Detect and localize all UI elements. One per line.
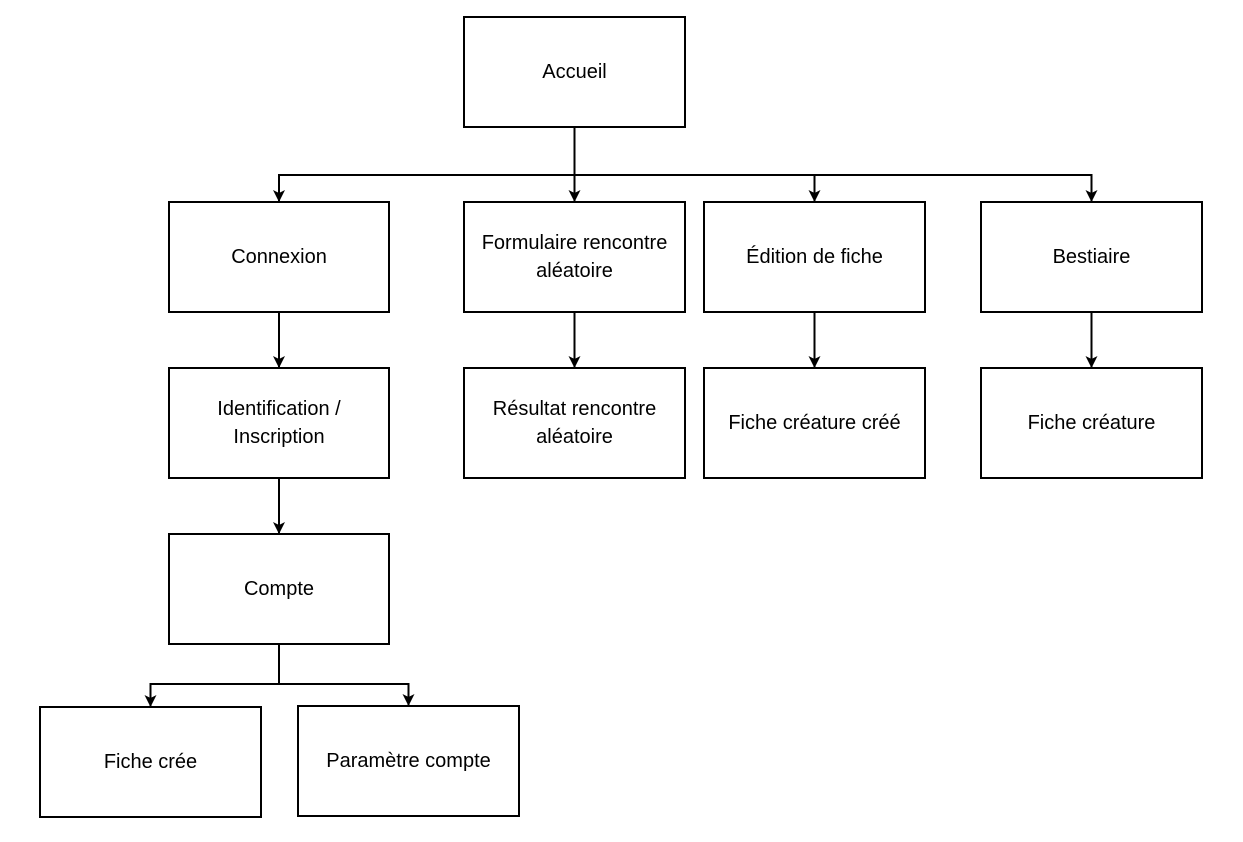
node-fiche-cree: Fiche crée (39, 706, 262, 818)
node-edition-fiche: Édition de fiche (703, 201, 926, 313)
node-resultat-rencontre: Résultat rencontre aléatoire (463, 367, 686, 479)
node-compte: Compte (168, 533, 390, 645)
node-label: Édition de fiche (746, 246, 883, 268)
edge-arrow-compte-to-parametre (278, 645, 415, 706)
node-fiche-creature-cree: Fiche créature créé (703, 367, 926, 479)
node-label: Fiche crée (103, 751, 198, 773)
edge-arrow-accueil-to-edition (573, 128, 821, 202)
node-label: Fiche créature (1027, 412, 1156, 434)
node-label: Bestiaire (1052, 246, 1131, 268)
node-connexion: Connexion (168, 201, 390, 313)
node-label: Formulaire rencontre aléatoire (481, 232, 668, 282)
node-fiche-creature: Fiche créature (980, 367, 1203, 479)
node-formulaire-rencontre: Formulaire rencontre aléatoire (463, 201, 686, 313)
edge-arrow-compte-to-fiche_cree (144, 645, 280, 707)
edge-arrow-accueil-to-bestiaire (573, 128, 1098, 202)
node-label: Résultat rencontre aléatoire (492, 398, 657, 448)
node-label: Accueil (542, 61, 607, 83)
node-label: Connexion (231, 246, 327, 268)
node-label: Identification / Inscription (217, 398, 341, 448)
node-parametre-compte: Paramètre compte (297, 705, 520, 817)
node-label: Paramètre compte (326, 750, 491, 772)
node-label: Fiche créature créé (728, 412, 901, 434)
node-bestiaire: Bestiaire (980, 201, 1203, 313)
node-label: Compte (243, 578, 315, 600)
node-identification: Identification / Inscription (168, 367, 390, 479)
edge-arrow-accueil-to-connexion (273, 128, 576, 202)
node-accueil: Accueil (463, 16, 686, 128)
